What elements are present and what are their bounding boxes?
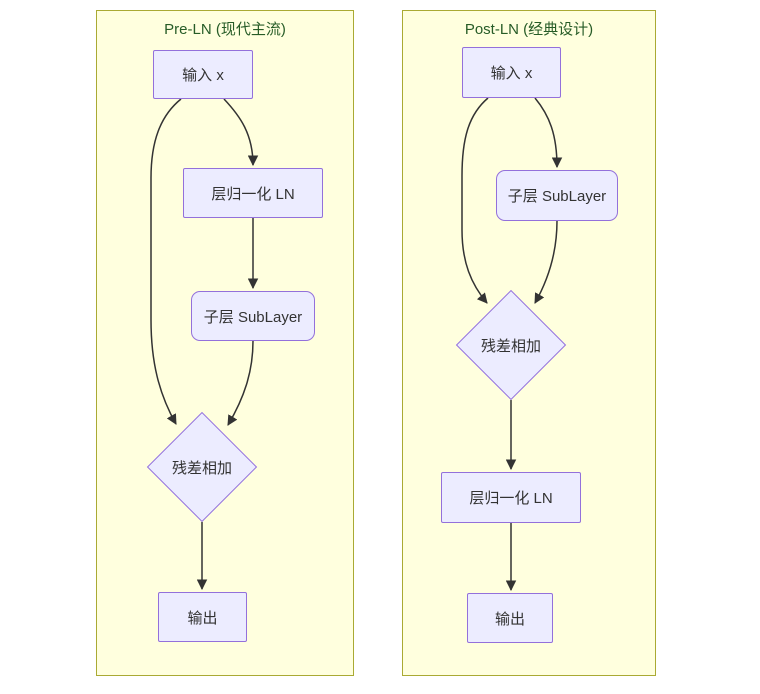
edge-postln-input-to-add bbox=[461, 97, 489, 304]
edge-postln-sublayer-to-add bbox=[534, 220, 558, 304]
edge-postln-input-to-sublayer bbox=[534, 97, 563, 169]
node-preln-residual-add-label: 残差相加 bbox=[171, 459, 232, 477]
node-postln-output: 输出 bbox=[467, 593, 553, 643]
node-postln-layernorm: 层归一化 LN bbox=[441, 472, 581, 523]
node-preln-input: 输入 x bbox=[153, 50, 253, 99]
subgraph-title-pre-ln: Pre-LN (现代主流) bbox=[164, 21, 286, 38]
node-postln-sublayer: 子层 SubLayer bbox=[496, 170, 618, 221]
node-preln-layernorm: 层归一化 LN bbox=[183, 168, 323, 218]
node-preln-sublayer: 子层 SubLayer bbox=[191, 291, 315, 341]
edge-preln-input-to-ln bbox=[223, 98, 259, 167]
edge-preln-sublayer-to-add bbox=[227, 340, 254, 426]
subgraph-pre-ln: Pre-LN (现代主流) bbox=[96, 10, 354, 676]
node-postln-residual-add: 残差相加 bbox=[455, 289, 567, 401]
node-postln-input: 输入 x bbox=[462, 47, 561, 98]
edge-preln-input-to-add bbox=[150, 98, 182, 425]
node-preln-output: 输出 bbox=[158, 592, 247, 642]
node-postln-residual-add-label: 残差相加 bbox=[480, 337, 541, 355]
subgraph-title-post-ln: Post-LN (经典设计) bbox=[464, 21, 594, 38]
node-preln-residual-add: 残差相加 bbox=[146, 411, 258, 523]
